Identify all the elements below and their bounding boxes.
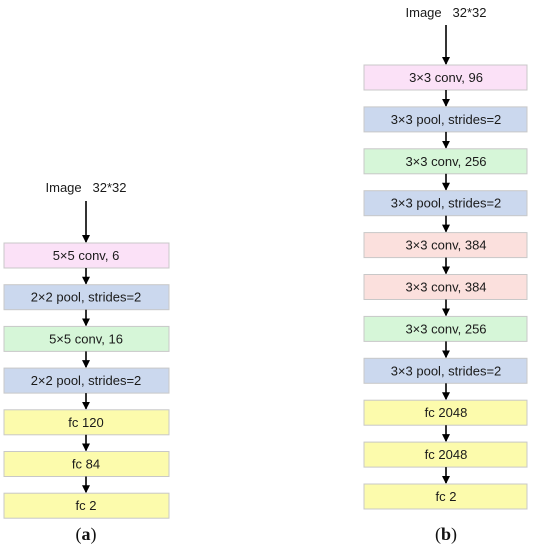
layer-box [3, 451, 170, 477]
layer-label: 3×3 conv, 384 [405, 238, 486, 253]
layer-label: 3×3 pool, strides=2 [391, 196, 502, 211]
layer-block: 3×3 conv, 384 [363, 232, 528, 259]
input-size-label: Image 32*32 [406, 5, 487, 20]
layer-box [363, 148, 528, 175]
layer-label: 2×2 pool, strides=2 [31, 373, 142, 388]
layer-label: fc 2048 [425, 447, 468, 462]
layer-label: 3×3 pool, strides=2 [391, 112, 502, 127]
layer-block: 3×3 conv, 96 [363, 64, 528, 91]
layer-label: 3×3 conv, 256 [405, 154, 486, 169]
layer-block: 3×3 pool, strides=2 [363, 190, 528, 217]
panel-caption: (b) [435, 524, 457, 545]
layer-label: fc 2 [436, 489, 457, 504]
caption-open-paren: ( [76, 524, 82, 545]
layer-label: 5×5 conv, 16 [49, 331, 123, 346]
layer-label: 3×3 conv, 384 [405, 280, 486, 295]
caption-close-paren: ) [451, 524, 457, 545]
layer-block: 2×2 pool, strides=2 [3, 284, 170, 311]
layer-label: 3×3 pool, strides=2 [391, 363, 502, 378]
layer-box [363, 274, 528, 300]
layer-block: 3×3 conv, 384 [363, 274, 528, 300]
layer-box [3, 284, 170, 311]
layer-block: fc 84 [3, 451, 170, 477]
layer-block: 5×5 conv, 6 [3, 242, 170, 269]
layer-box [363, 399, 528, 426]
layer-block: fc 120 [3, 409, 170, 436]
layer-block: 2×2 pool, strides=2 [3, 367, 170, 394]
layer-box [3, 325, 170, 352]
panel-a: Image 32*32 5×5 conv, 6 2×2 pool, strides=… [3, 180, 170, 545]
layer-label: 3×3 conv, 96 [409, 70, 483, 85]
layer-box [3, 409, 170, 436]
layer-block: 3×3 conv, 256 [363, 148, 528, 175]
layer-label: 3×3 conv, 256 [405, 321, 486, 336]
caption-open-paren: ( [435, 524, 441, 545]
layer-block: fc 2 [3, 492, 170, 519]
layer-block: fc 2048 [363, 399, 528, 426]
layer-box [363, 483, 528, 510]
layer-box [363, 106, 528, 133]
layer-label: 2×2 pool, strides=2 [31, 290, 142, 305]
caption-close-paren: ) [91, 524, 97, 545]
layer-block: 3×3 conv, 256 [363, 315, 528, 342]
layer-block: fc 2 [363, 483, 528, 510]
input-size-label: Image 32*32 [46, 180, 127, 195]
caption-letter: a [82, 524, 91, 544]
layer-block: 3×3 pool, strides=2 [363, 357, 528, 384]
layer-block: 3×3 pool, strides=2 [363, 106, 528, 133]
layer-box [363, 315, 528, 342]
layer-label: fc 2048 [425, 405, 468, 420]
layer-block: 5×5 conv, 16 [3, 325, 170, 352]
layer-box [363, 357, 528, 384]
layer-box [363, 441, 528, 468]
layer-box [3, 367, 170, 394]
layer-label: fc 120 [68, 415, 103, 430]
layer-label: 5×5 conv, 6 [53, 248, 120, 263]
layer-box [363, 190, 528, 217]
layer-box [3, 492, 170, 519]
layer-label: fc 2 [76, 498, 97, 513]
layer-label: fc 84 [72, 457, 100, 472]
panel-b: Image 32*32 3×3 conv, 96 3×3 pool, strides… [363, 5, 528, 545]
layer-block: fc 2048 [363, 441, 528, 468]
panel-caption: (a) [76, 524, 97, 545]
layer-box [363, 64, 528, 91]
caption-letter: b [441, 524, 451, 544]
